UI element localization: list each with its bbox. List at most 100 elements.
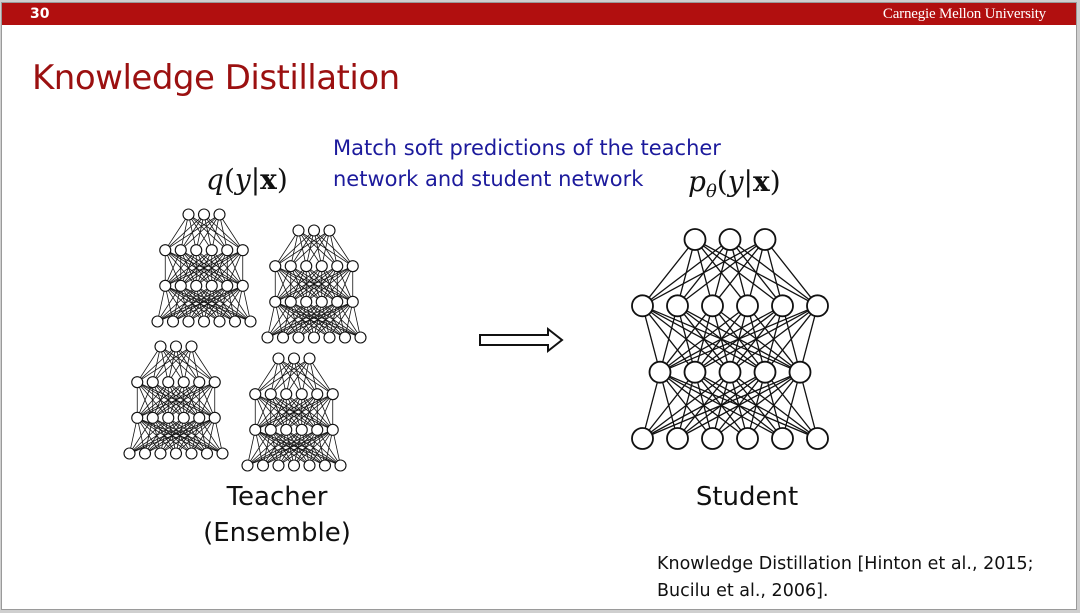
connection	[165, 249, 228, 287]
connection	[254, 394, 272, 430]
neuron	[683, 360, 707, 384]
connection	[172, 285, 243, 322]
connection	[642, 371, 731, 440]
neuron	[269, 260, 282, 273]
connection	[157, 285, 243, 322]
citation-line-2: Bucilu et al., 2006].	[657, 581, 829, 601]
connection	[659, 305, 783, 373]
neuron	[287, 459, 301, 472]
neuron	[177, 376, 190, 389]
connection	[198, 382, 216, 418]
neuron	[666, 427, 689, 450]
neuron	[806, 427, 829, 450]
neuron	[354, 331, 367, 344]
institution-name: Carnegie Mellon University	[882, 6, 1046, 22]
caption-line-2: network and student network	[333, 167, 644, 191]
neuron	[146, 376, 159, 389]
neuron	[131, 376, 144, 389]
connection	[764, 305, 819, 373]
connection	[352, 301, 361, 338]
student-network-graph-edges	[641, 238, 819, 440]
neuron	[311, 388, 324, 401]
connection	[329, 230, 338, 267]
connection	[165, 214, 220, 251]
connection	[659, 305, 714, 373]
connection	[242, 285, 251, 322]
connection	[659, 305, 818, 373]
connection	[164, 250, 182, 286]
teacher-label: Teacher	[226, 482, 328, 512]
connection	[175, 417, 216, 454]
neuron	[174, 279, 187, 292]
connection	[298, 301, 353, 338]
citation-line-1: Knowledge Distillation [Hinton et al., 2…	[657, 554, 1034, 574]
neuron	[683, 228, 707, 251]
teacher-network-2	[261, 224, 367, 344]
connection	[180, 214, 220, 251]
connection	[642, 371, 801, 440]
connection	[219, 285, 244, 322]
neuron	[331, 260, 344, 273]
connection	[183, 346, 192, 383]
connection	[157, 285, 197, 322]
connection	[344, 301, 354, 338]
connection	[247, 429, 272, 466]
neuron	[154, 340, 167, 353]
neuron	[256, 459, 270, 472]
connection	[274, 230, 315, 267]
teacher-formula-cond: x	[260, 163, 277, 196]
connection	[129, 417, 200, 454]
neuron	[221, 244, 234, 257]
connection	[206, 417, 216, 454]
connection	[164, 214, 205, 251]
student-network	[631, 228, 829, 450]
neuron	[334, 459, 347, 472]
neuron	[272, 352, 285, 365]
teacher-ensemble	[123, 208, 367, 472]
neuron	[788, 360, 812, 384]
connection	[191, 417, 216, 454]
connection	[270, 393, 333, 431]
neuron	[718, 228, 742, 251]
connection	[247, 429, 256, 466]
connection	[275, 265, 322, 303]
neuron	[228, 315, 242, 328]
neuron	[323, 224, 336, 237]
connection	[275, 230, 330, 267]
connection	[165, 249, 243, 287]
connection	[254, 358, 295, 395]
neuron	[146, 411, 159, 424]
connection	[275, 265, 353, 303]
neuron	[666, 294, 689, 318]
connection	[191, 346, 200, 383]
neuron	[771, 294, 794, 318]
neuron	[280, 423, 293, 436]
connection	[129, 417, 184, 454]
connection	[254, 358, 279, 395]
neuron	[197, 315, 211, 328]
neuron	[193, 376, 206, 389]
neuron	[303, 352, 316, 365]
connection	[285, 358, 310, 395]
neuron	[205, 244, 218, 257]
neuron	[300, 260, 313, 273]
neuron	[162, 411, 175, 424]
neuron	[208, 376, 221, 389]
connection	[136, 346, 177, 383]
connection	[164, 214, 189, 251]
neuron	[718, 360, 742, 384]
connection	[641, 305, 661, 373]
citation: Knowledge Distillation [Hinton et al., 2…	[657, 551, 1034, 605]
neuron	[326, 423, 339, 436]
student-formula-var: y	[727, 165, 744, 198]
neuron	[264, 423, 277, 436]
neuron	[806, 294, 829, 318]
connection	[267, 301, 292, 338]
neuron	[753, 360, 777, 384]
neuron	[346, 295, 359, 308]
connection	[306, 265, 353, 303]
connection	[129, 417, 215, 454]
neuron	[208, 411, 221, 424]
connection	[262, 429, 333, 466]
neuron	[736, 294, 759, 318]
